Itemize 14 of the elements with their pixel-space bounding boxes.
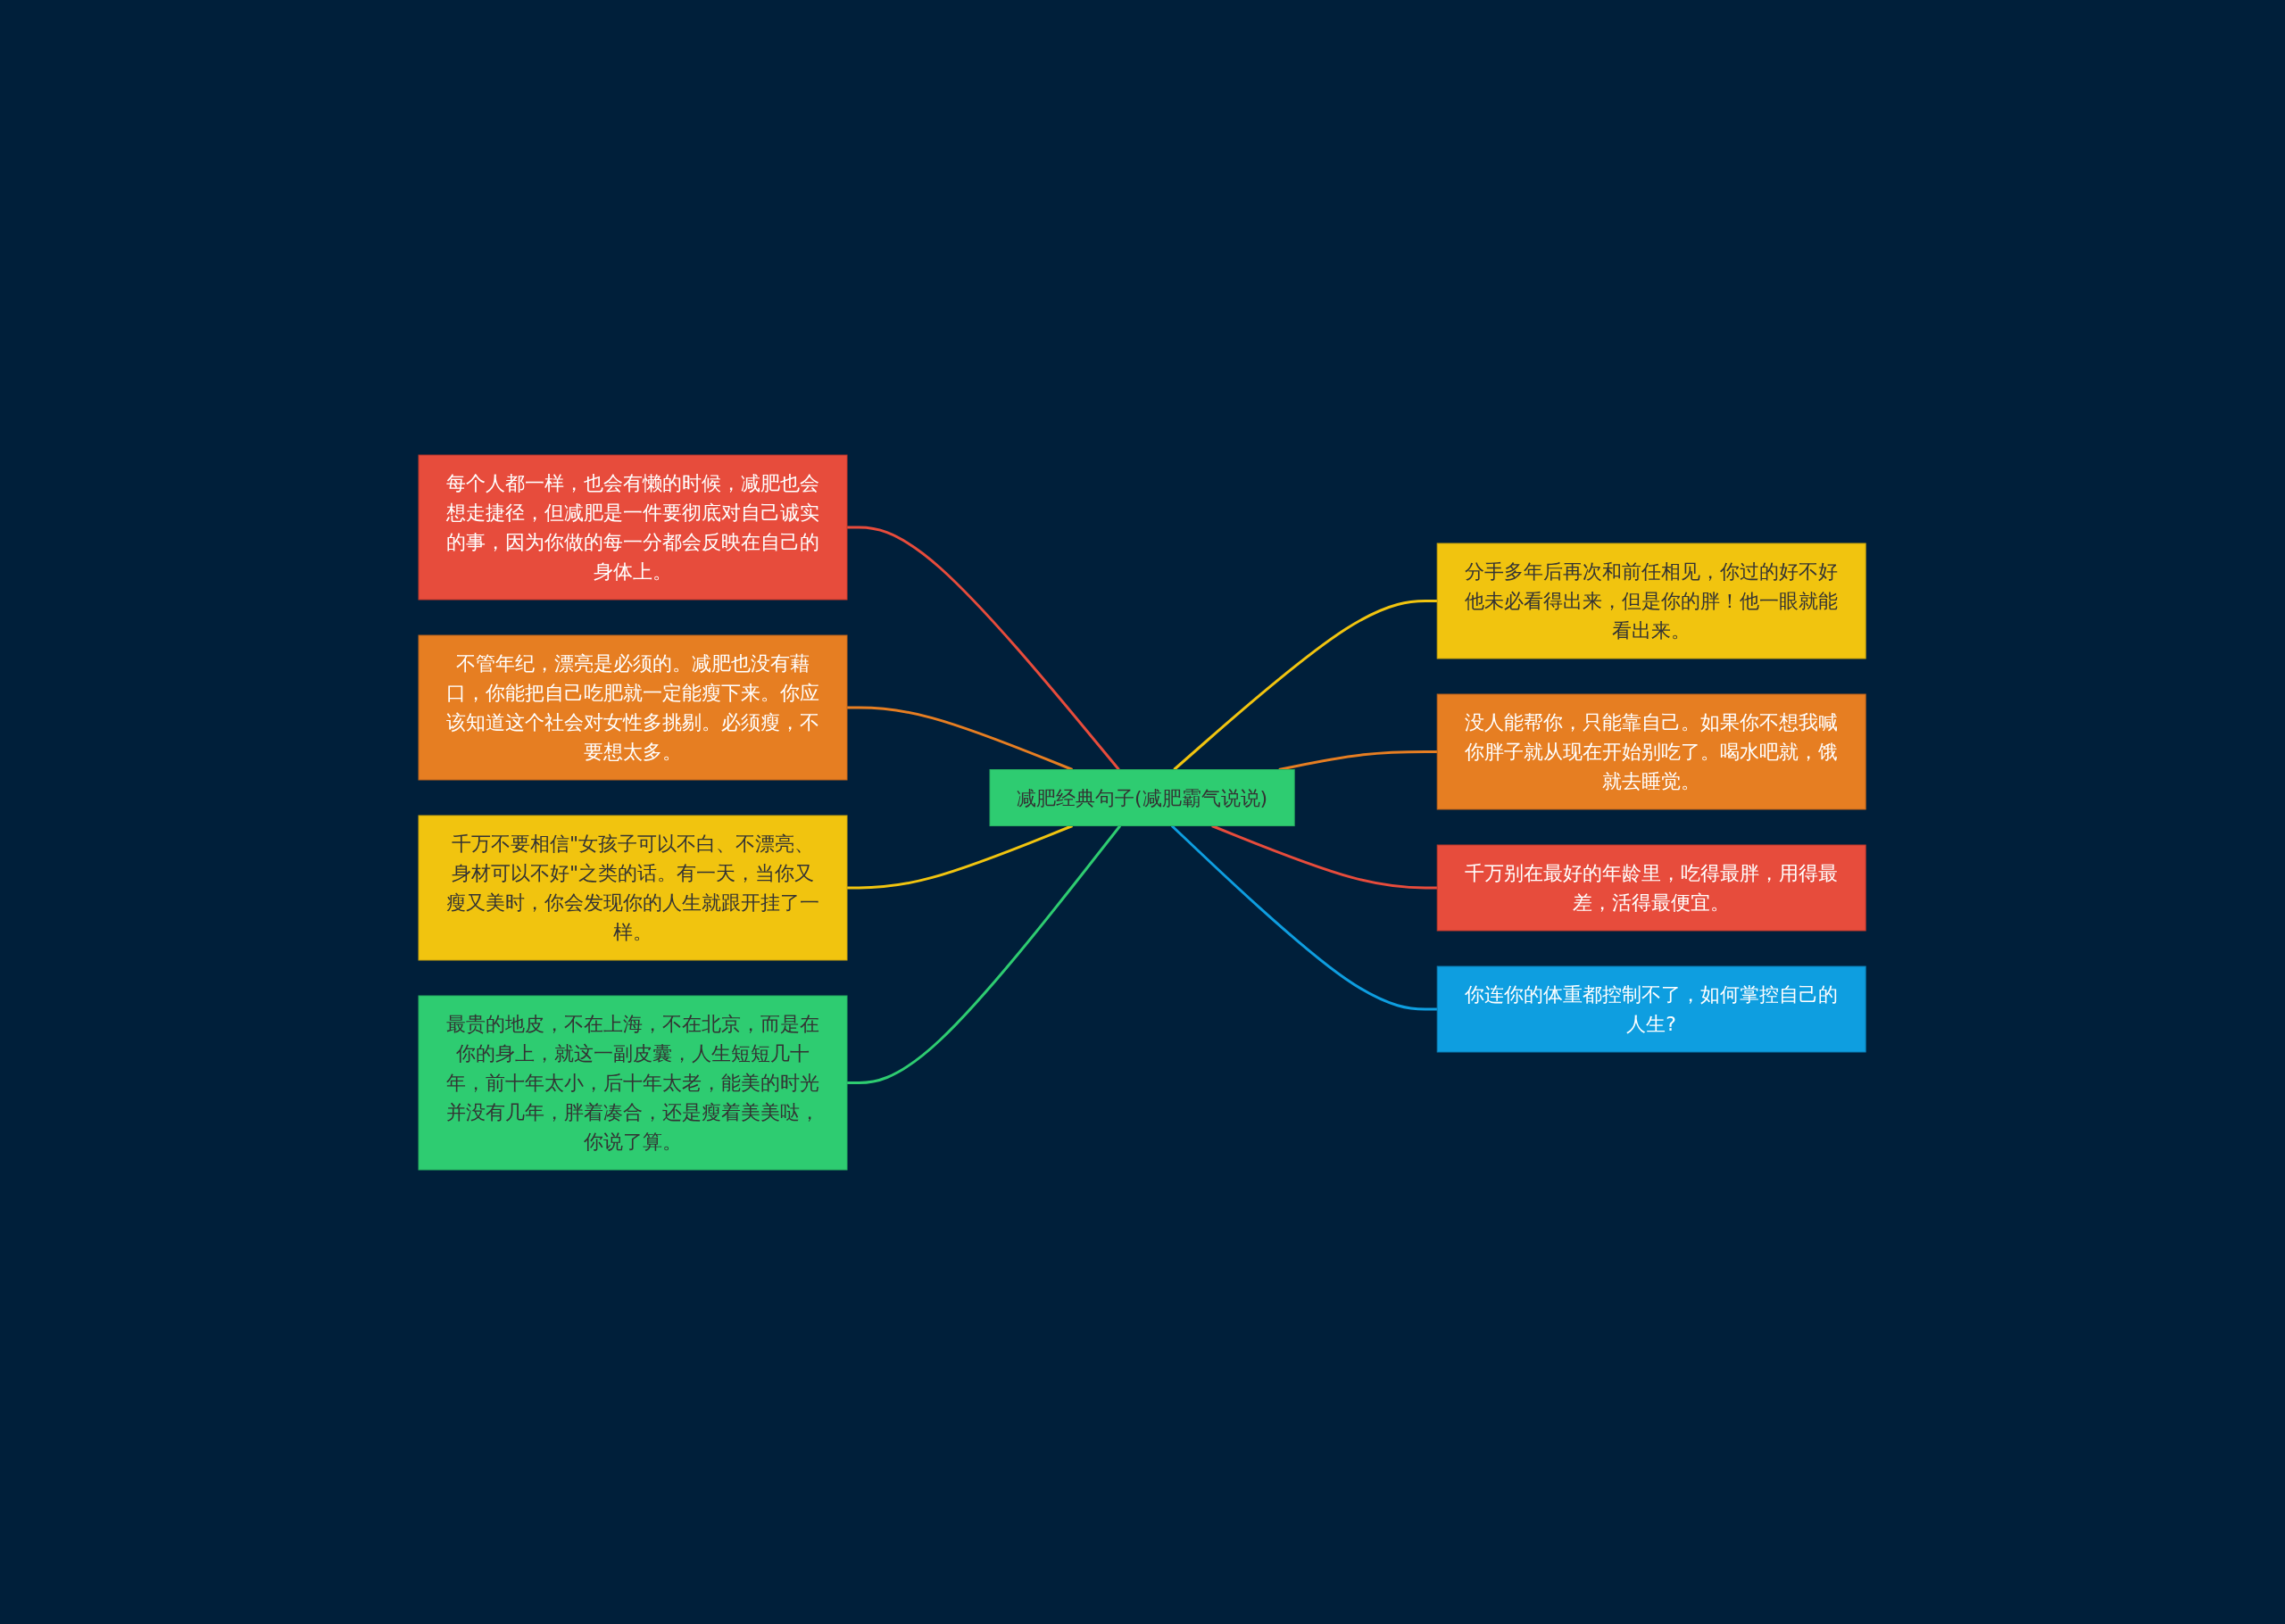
node-box: 千万别在最好的年龄里，吃得最胖，用得最差，活得最便宜。: [1437, 844, 1867, 931]
connector: [1173, 599, 1438, 771]
node-box: 千万不要相信"女孩子可以不白、不漂亮、身材可以不好"之类的话。有一天，当你又瘦又美时，你会发现你的人生就跟开挂了一样。: [418, 815, 848, 960]
node-box: 分手多年后再次和前任相见，你过的好不好他未必看得出来，但是你的胖！他一眼就能看出来。: [1437, 543, 1867, 659]
node-box: 减肥经典句子(减肥霸气说说): [989, 768, 1296, 826]
connector: [847, 526, 1121, 770]
connector: [1278, 750, 1438, 771]
node-box: 你连你的体重都控制不了，如何掌控自己的人生?: [1437, 965, 1867, 1052]
node-box: 不管年纪，漂亮是必须的。减肥也没有藉口，你能把自己吃肥就一定能瘦下来。你应该知道这个社会对女性多挑剔。必须瘦，不要想太多。: [418, 634, 848, 780]
node-box: 每个人都一样，也会有懒的时候，减肥也会想走捷径，但减肥是一件要彻底对自己诚实的事，因为你做的每一分都会反映在自己的身体上。: [418, 454, 848, 600]
node-box: 没人能帮你，只能靠自己。如果你不想我喊你胖子就从现在开始别吃了。喝水吧就，饿就去睡觉。: [1437, 693, 1867, 809]
node-box: 最贵的地皮，不在上海，不在北京，而是在你的身上，就这一副皮囊，人生短短几十年，前十年太小，后十年太老，能美的时光并没有几年，胖着凑合，还是瘦着美美哒，你说了算。: [418, 995, 848, 1170]
connector: [847, 824, 1122, 1084]
connector: [847, 706, 1074, 771]
